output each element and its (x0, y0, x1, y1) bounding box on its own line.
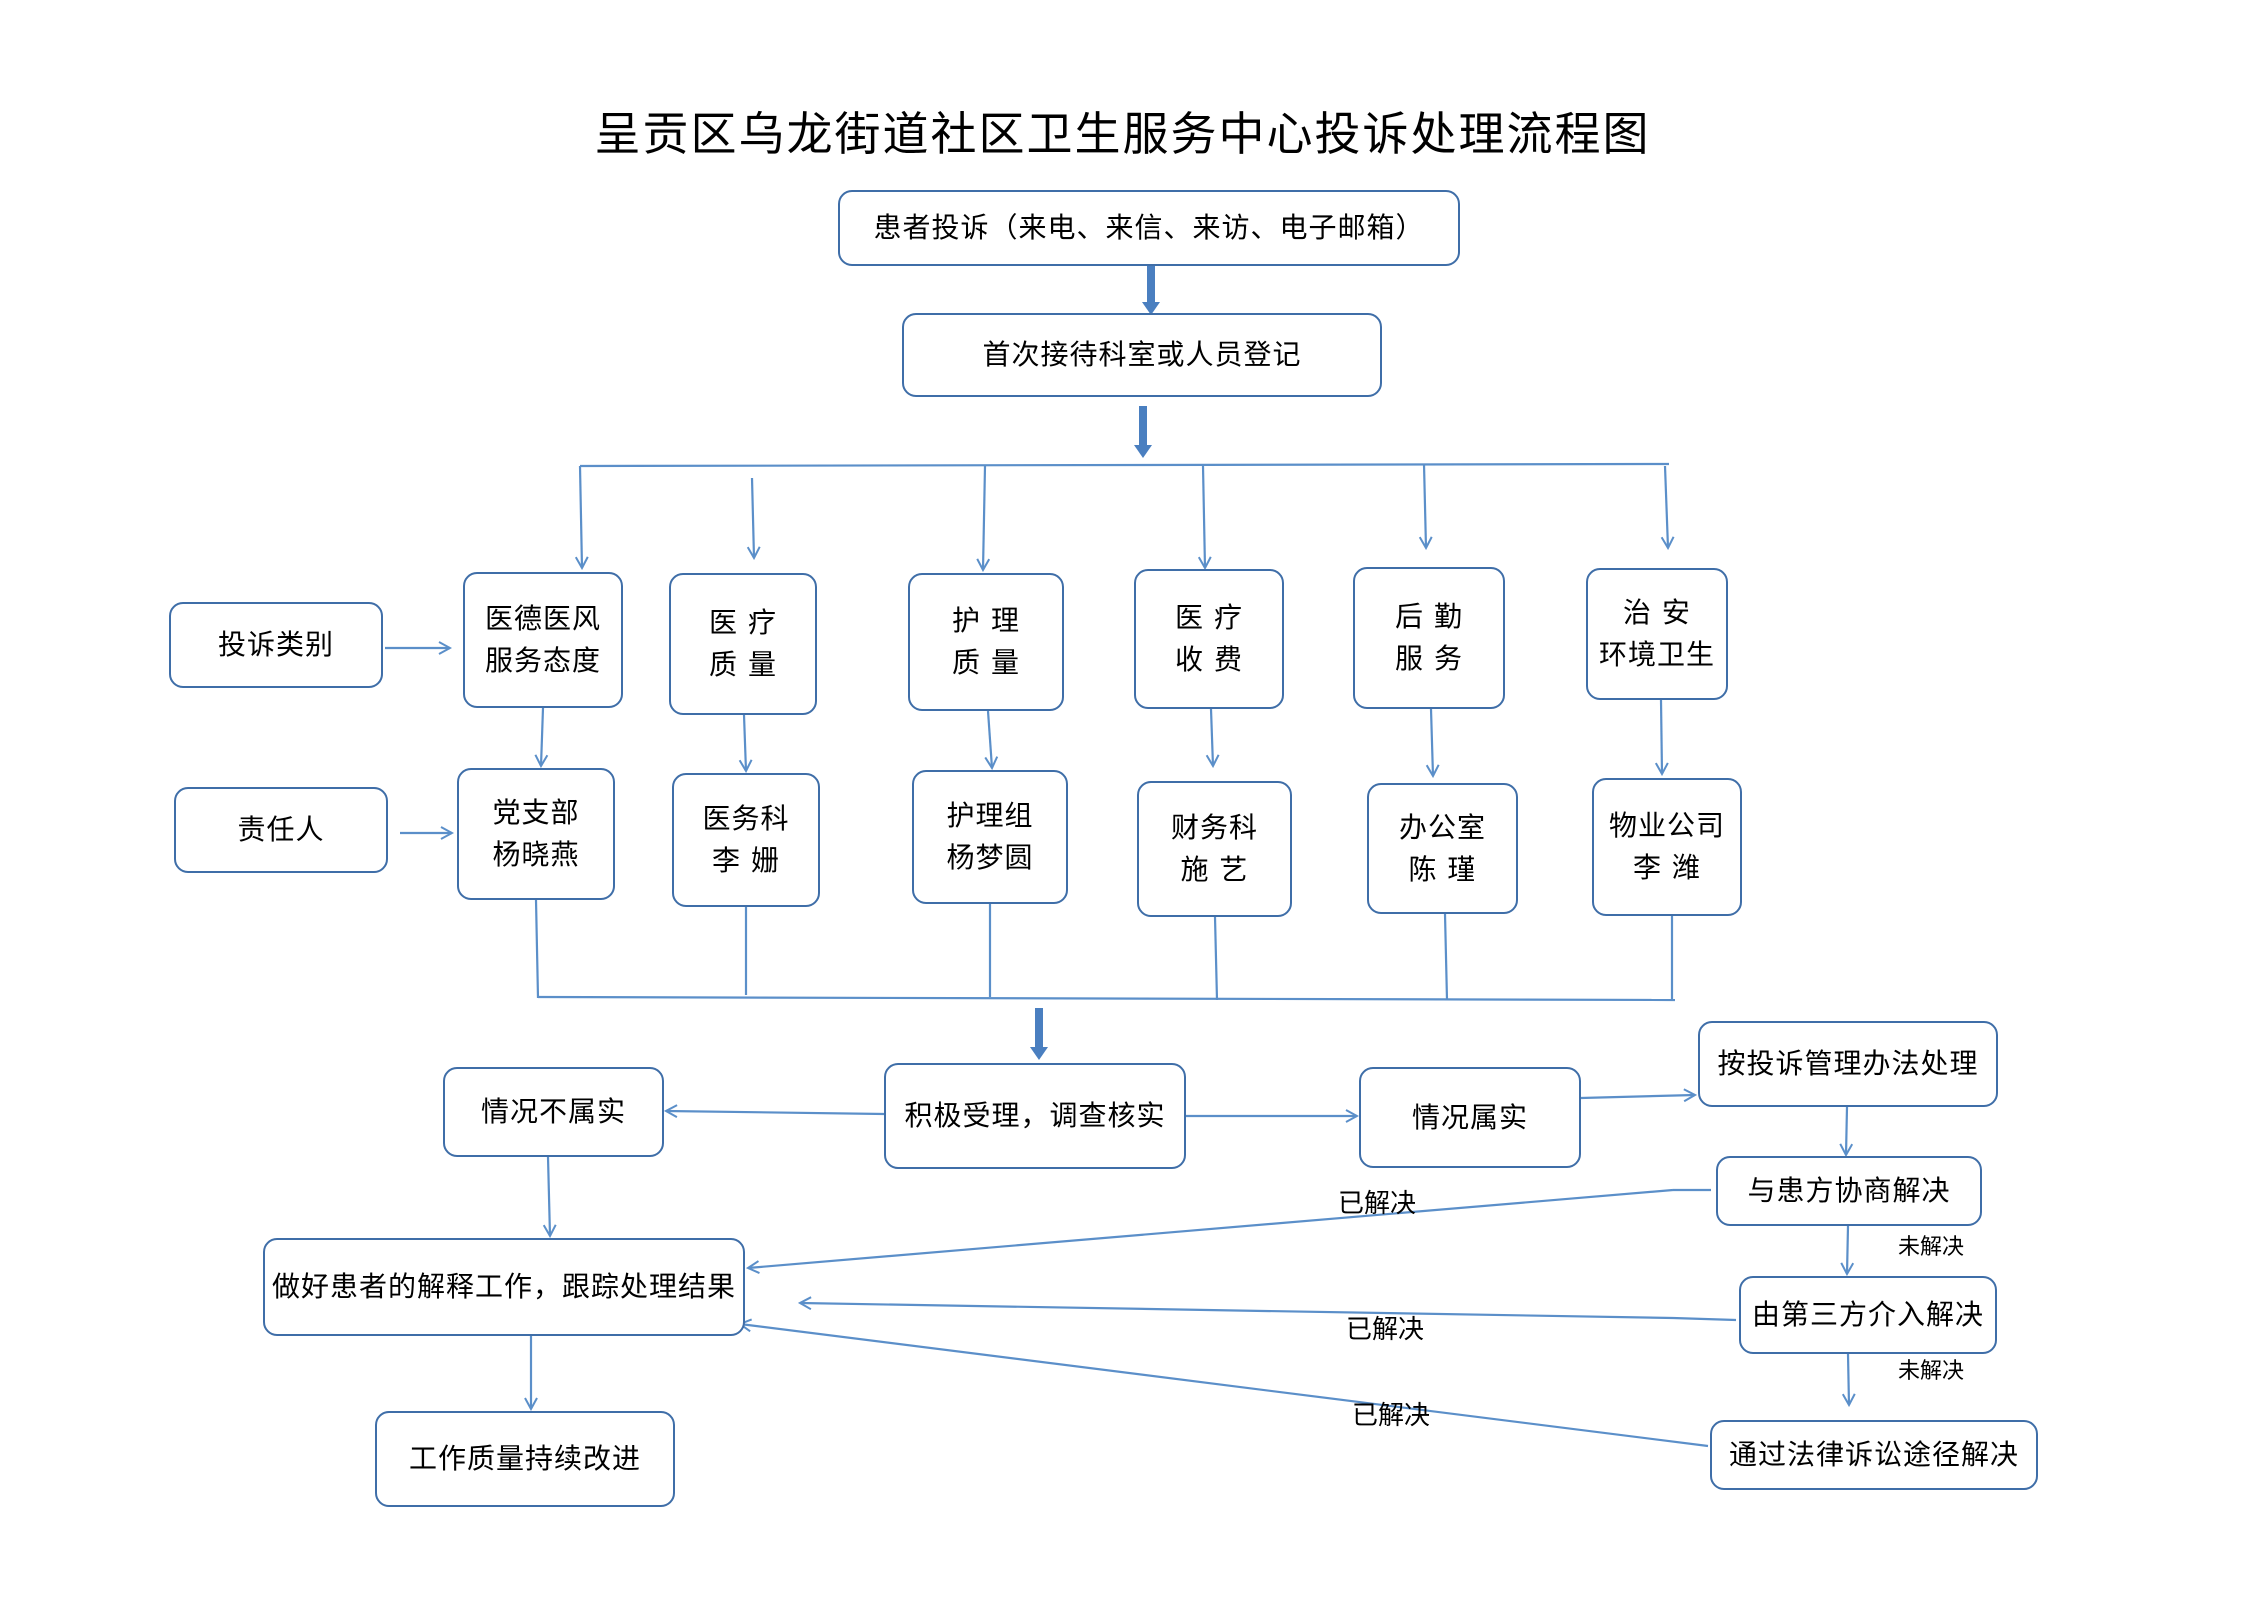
responsible-label-node: 责任人 (174, 787, 388, 873)
negotiate-resolved-arrow (748, 1188, 1674, 1268)
category-node-ethics: 医德医风 服务态度 (463, 572, 623, 708)
person-node-medical-affairs: 医务科 李 姗 (672, 773, 820, 907)
category-to-person-arrow-3 (1211, 708, 1213, 766)
category-node-medical-quality: 医 疗 质 量 (669, 573, 817, 715)
third-party-to-legal-arrow (1848, 1353, 1849, 1405)
edge-label-resolved-legal: 已解决 (1352, 1401, 1431, 1431)
person-node-property: 物业公司 李 潍 (1592, 778, 1742, 916)
bus-to-investigate-block-arrow (1030, 1008, 1048, 1060)
person-node-finance: 财务科 施 艺 (1137, 781, 1292, 917)
page-title: 呈贡区乌龙街道社区卫生服务中心投诉处理流程图 (594, 107, 1651, 161)
by-rules-to-negotiate-arrow (1846, 1106, 1847, 1155)
register-to-bus-block-arrow (1134, 406, 1152, 458)
bottom-bus-line (537, 995, 1676, 1002)
complaint-node: 患者投诉（来电、来信、来访、电子邮箱） (838, 190, 1460, 266)
category-drop-arrow-3 (1203, 465, 1205, 568)
category-drop-arrow-2 (983, 465, 985, 570)
true-to-by-rules-arrow (1580, 1095, 1695, 1098)
top-bus-line (579, 462, 1670, 468)
person-node-nursing: 护理组 杨梦圆 (912, 770, 1068, 904)
category-node-logistics: 后 勤 服 务 (1353, 567, 1505, 709)
explain-node: 做好患者的解释工作，跟踪处理结果 (263, 1238, 745, 1336)
edge-label-unresolved-negotiate: 未解决 (1898, 1235, 1965, 1260)
category-drop-arrow-4 (1424, 463, 1426, 548)
investigate-to-not-true-arrow (666, 1111, 885, 1114)
category-drop-arrow-1 (752, 477, 754, 558)
improve-node: 工作质量持续改进 (375, 1411, 675, 1507)
person-to-bus-line-0 (534, 899, 540, 999)
complaint-to-register-block-arrow (1142, 266, 1160, 315)
category-label-node: 投诉类别 (169, 602, 383, 688)
not-true-to-explain-arrow (548, 1156, 550, 1236)
category-to-person-arrow-1 (744, 714, 746, 771)
person-to-bus-line-4 (1443, 913, 1449, 1001)
category-drop-arrow-5 (1665, 465, 1668, 548)
person-to-bus-line-3 (1213, 916, 1219, 1001)
register-node: 首次接待科室或人员登记 (902, 313, 1382, 397)
person-node-office: 办公室 陈 瑾 (1367, 783, 1518, 914)
third-party-resolved-tick (1672, 1316, 1737, 1322)
third-party-node: 由第三方介入解决 (1739, 1276, 1997, 1354)
person-node-party-branch: 党支部 杨晓燕 (457, 768, 615, 900)
negotiate-node: 与患方协商解决 (1716, 1156, 1982, 1226)
category-to-person-arrow-5 (1661, 699, 1662, 774)
legal-resolved-arrow (740, 1324, 1709, 1448)
third-party-resolved-arrow (800, 1303, 1674, 1320)
true-node: 情况属实 (1359, 1067, 1581, 1168)
by-rules-node: 按投诉管理办法处理 (1698, 1021, 1998, 1107)
legal-node: 通过法律诉讼途径解决 (1710, 1420, 2038, 1490)
edge-label-resolved-negotiate: 已解决 (1338, 1189, 1417, 1219)
not-true-node: 情况不属实 (443, 1067, 664, 1157)
investigate-node: 积极受理，调查核实 (884, 1063, 1186, 1169)
edge-label-unresolved-third-party: 未解决 (1898, 1359, 1965, 1384)
negotiate-to-third-party-arrow (1847, 1225, 1848, 1274)
category-node-charges: 医 疗 收 费 (1134, 569, 1284, 709)
category-node-nursing-quality: 护 理 质 量 (908, 573, 1064, 711)
category-to-person-arrow-0 (541, 707, 543, 766)
edge-label-resolved-third-party: 已解决 (1346, 1315, 1425, 1345)
category-to-person-arrow-4 (1431, 708, 1433, 776)
category-node-security: 治 安 环境卫生 (1586, 568, 1728, 700)
category-drop-arrow-0 (580, 465, 582, 568)
category-to-person-arrow-2 (988, 710, 992, 768)
